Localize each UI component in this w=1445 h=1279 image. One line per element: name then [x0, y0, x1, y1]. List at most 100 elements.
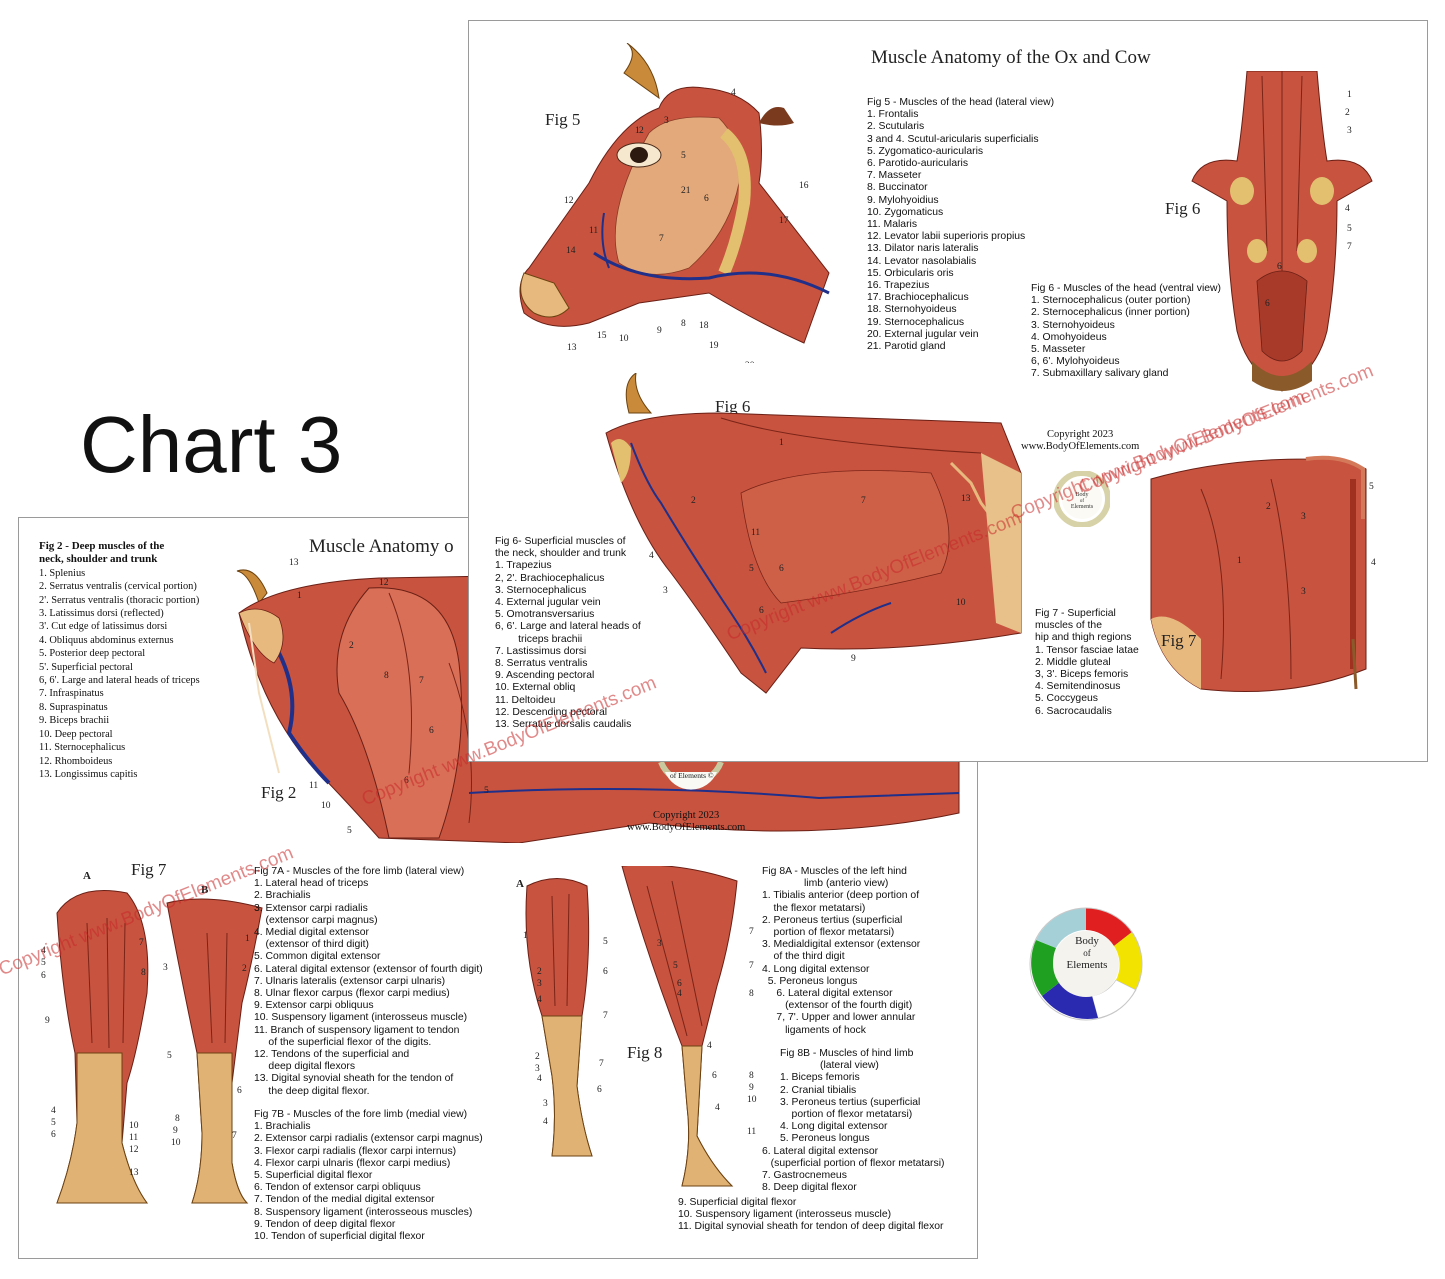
fig5-label: Fig 5 [545, 110, 581, 129]
fig7-hip-illustration: 2 3 1 3 6 5 4 [1150, 439, 1376, 692]
svg-text:2: 2 [535, 1052, 540, 1062]
fig7b-legend-item: 10. Tendon of superficial digital flexor [254, 1231, 425, 1243]
svg-text:6: 6 [597, 1085, 602, 1095]
svg-text:18: 18 [699, 321, 709, 331]
back-poster-title: Muscle Anatomy o [309, 536, 454, 557]
front-poster-title: Muscle Anatomy of the Ox and Cow [871, 47, 1151, 68]
svg-text:9: 9 [45, 1016, 50, 1026]
fig2-legend-item: 4. Obliquus abdominus externus [39, 634, 174, 646]
svg-text:19: 19 [709, 341, 719, 351]
svg-text:2: 2 [1345, 108, 1350, 118]
svg-text:4: 4 [731, 88, 736, 98]
svg-text:12: 12 [379, 578, 389, 588]
svg-text:6: 6 [704, 194, 709, 204]
svg-text:8: 8 [749, 1071, 754, 1081]
fig8a-legend-item: the flexor metatarsi) [762, 902, 866, 914]
svg-text:7: 7 [749, 927, 754, 937]
svg-text:6: 6 [677, 979, 682, 989]
fig7a-legend-item: of the superficial flexor of the digits. [254, 1036, 432, 1048]
svg-text:20: 20 [745, 361, 755, 363]
fig5-legend-item: 10. Zygomaticus [867, 206, 944, 218]
fig5-legend-item: 6. Parotido-auricularis [867, 158, 969, 170]
fig7a-legend-item: 3. Extensor carpi radialis [254, 902, 368, 914]
svg-text:4: 4 [649, 551, 654, 561]
svg-text:7: 7 [1347, 242, 1352, 252]
fig2-legend-item: 12. Rhomboideus [39, 755, 113, 767]
svg-text:7: 7 [659, 234, 664, 244]
fig8a-legend-item: ligaments of hock [762, 1024, 866, 1036]
fig2-legend-item: 7. Infraspinatus [39, 688, 104, 700]
fig7a-legend-item: 13. Digital synovial sheath for the tend… [254, 1073, 454, 1085]
fig7a-legend-item: 11. Branch of suspensory ligament to ten… [254, 1024, 460, 1036]
fig8b-legend-item: 10. Suspensory ligament (interosseus mus… [678, 1209, 892, 1221]
fig6-trunk-label: Fig 6 [715, 397, 751, 416]
fig7b-legend-item: 5. Superficial digital flexor [254, 1170, 373, 1182]
fig7b-legend-item: 6. Tendon of extensor carpi obliquus [254, 1182, 421, 1194]
fig7-hip-legend-title: Fig 7 - Superficial [1035, 608, 1116, 619]
svg-text:3: 3 [1301, 512, 1306, 522]
chart-label: Chart 3 [80, 400, 343, 489]
svg-text:8: 8 [749, 989, 754, 999]
svg-text:6: 6 [1265, 299, 1270, 309]
back-copyright: Copyright 2023 www.BodyOfElements.com [627, 810, 745, 834]
svg-text:8: 8 [384, 671, 389, 681]
fig8b-legend-item: 11. Digital synovial sheath for tendon o… [678, 1221, 944, 1233]
fig8b-legend-item: 8. Deep digital flexor [762, 1182, 857, 1194]
fig8a-legend-title: Fig 8A - Muscles of the left hind [762, 866, 907, 877]
svg-text:4: 4 [677, 989, 682, 999]
svg-text:4: 4 [543, 1117, 548, 1127]
svg-text:7: 7 [232, 1131, 237, 1141]
svg-text:3: 3 [543, 1099, 548, 1109]
fig6-trunk-legend-item: 10. External obliq [495, 682, 576, 694]
fig5-legend-item: 1. Frontalis [867, 109, 919, 121]
svg-text:4: 4 [537, 995, 542, 1005]
fig5-legend-item: 12. Levator labii superioris propius [867, 231, 1026, 243]
svg-text:11: 11 [751, 528, 760, 538]
svg-text:6: 6 [603, 967, 608, 977]
svg-text:1: 1 [1237, 556, 1242, 566]
fig8b-legend-title: Fig 8B - Muscles of hind limb [780, 1048, 914, 1059]
fig7-b-label: B [201, 884, 209, 896]
fig8a-legend: Fig 8A - Muscles of the left hind limb (… [762, 866, 920, 1037]
body-of-elements-logo [1029, 907, 1143, 1021]
fig8a-legend-item: 6. Lateral digital extensor [762, 988, 893, 1000]
fig7b-legend-item: 2. Extensor carpi radialis (extensor car… [254, 1133, 483, 1145]
logo-text: Body of Elements [1060, 934, 1114, 972]
fig7b-legend-item: 7. Tendon of the medial digital extensor [254, 1194, 435, 1206]
back-copyright-url: www.BodyOfElements.com [627, 822, 746, 833]
fig6-trunk-legend-item: 4. External jugular vein [495, 597, 601, 609]
svg-text:10: 10 [171, 1138, 181, 1148]
svg-text:3: 3 [163, 963, 168, 973]
fig2-legend-item: 5. Posterior deep pectoral [39, 648, 146, 660]
fig8b-legend: Fig 8B - Muscles of hind limb (lateral v… [762, 1048, 944, 1194]
fig7a-legend-item: 4. Medial digital extensor [254, 927, 369, 939]
front-copyright-year: Copyright 2023 [1047, 429, 1114, 440]
fig6-head-legend-item: 2. Sternocephalicus (inner portion) [1031, 307, 1190, 319]
svg-text:1: 1 [635, 126, 640, 136]
svg-text:15: 15 [597, 331, 607, 341]
fig7-hip-legend-title-2: muscles of the [1035, 620, 1102, 632]
svg-text:13: 13 [567, 343, 577, 353]
svg-text:3: 3 [657, 939, 662, 949]
fig6-head-legend-item: 7. Submaxillary salivary gland [1031, 368, 1169, 380]
fig6-head-legend-item: 6, 6'. Mylohyoideus [1031, 356, 1120, 368]
fig7a-legend-item: 5. Common digital extensor [254, 951, 381, 963]
svg-text:16: 16 [799, 181, 809, 191]
fig7a-legend-item: deep digital flexors [254, 1061, 356, 1073]
svg-text:12: 12 [564, 196, 574, 206]
fig2-legend-item: 11. Sternocephalicus [39, 742, 126, 754]
svg-text:2: 2 [691, 496, 696, 506]
svg-text:10: 10 [321, 801, 331, 811]
fig7-hip-legend-item: 3, 3'. Biceps femoris [1035, 669, 1129, 681]
svg-text:7: 7 [419, 676, 424, 686]
svg-text:1: 1 [523, 931, 528, 941]
back-sheet-logo-fragment [658, 762, 724, 790]
fig6-head-legend: Fig 6 - Muscles of the head (ventral vie… [1031, 283, 1221, 381]
fig8-label: Fig 8 [627, 1043, 663, 1062]
fig5-legend-item: 20. External jugular vein [867, 328, 979, 340]
fig8b-legend-item: 7. Gastrocnemeus [762, 1170, 847, 1182]
fig8b-legend-tail: 9. Superficial digital flexor 10. Suspen… [678, 1197, 944, 1234]
fig5-cow-head-illustration: 2 3 5 21 6 7 11 14 12 16 17 18 19 20 15 … [519, 43, 830, 363]
fig6-trunk-legend-item: 1. Trapezius [495, 560, 552, 572]
fig2-legend-item: 10. Deep pectoral [39, 728, 113, 740]
